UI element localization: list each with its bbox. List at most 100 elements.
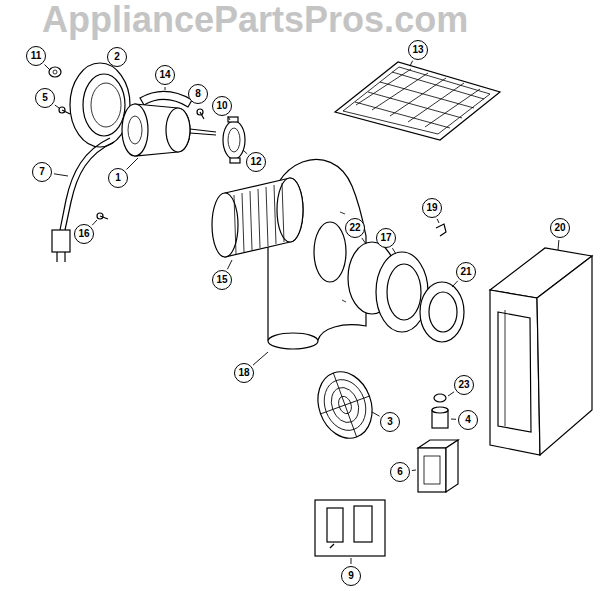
callout-number: 3 [380,412,400,432]
mounting-ring-shape [387,264,421,320]
blower-motor-shape [166,108,190,152]
clip-shape [436,224,446,236]
leader-line [228,116,230,120]
leader-line [45,65,51,71]
leader-line [410,61,413,66]
grille-shape [317,374,372,437]
motor-ring-shape [230,158,240,163]
callout-number: 14 [155,65,175,85]
callout-number: 21 [456,262,476,282]
leader-line [253,352,268,365]
leader-line [452,281,458,287]
switch [418,440,458,492]
motor-plate-shape [91,83,121,127]
parts-kit-shape [327,508,343,542]
grille-shape [309,364,381,446]
motor-ring [223,117,245,163]
callout-number: 1 [108,168,128,188]
power-cord-shape [65,142,114,230]
grease-filter [335,62,500,140]
screw-shape [100,216,108,219]
leader-line [165,87,166,90]
callout-number: 17 [376,228,396,248]
blower-wheel [212,178,303,257]
switch-knob [432,407,448,428]
leader-line [372,412,380,416]
switch-shape [424,456,440,484]
power-cord-shape [56,252,57,262]
callout-number: 8 [188,84,208,104]
leader-line [54,174,68,176]
leader-line [243,150,247,154]
blower-wheel-shape [277,178,303,242]
motor-plate-shape [83,74,125,136]
callout-number: 11 [26,46,46,66]
trim-ring [420,282,464,342]
screw-shape [62,110,70,114]
leader-line [92,220,97,225]
blower-motor-shape [190,133,216,135]
blower-housing-shape [314,222,346,282]
callout-number: 18 [234,363,254,383]
duct-box-shape [490,290,540,455]
grease-filter-shape [355,69,484,128]
callout-number: 9 [341,566,361,586]
nut [49,67,61,77]
blower-housing [268,159,366,349]
power-cord-shape [64,252,65,262]
watermark: AppliancePartsPros.com [42,0,468,40]
leader-line [351,558,352,564]
callout-number: 15 [212,270,232,290]
leader-line [448,392,454,396]
callout-number: 4 [458,410,478,430]
leader-line [392,248,396,254]
trim-ring-shape [429,292,457,332]
clip [436,224,446,236]
parts-kit-shape [354,506,372,542]
blower-housing-shape [268,333,318,349]
callout-number: 23 [454,375,474,395]
callout-number: 20 [550,218,570,238]
motor-plate [70,63,130,147]
blower-motor-shape [122,104,148,156]
callout-number: 12 [246,152,266,172]
nut-shape [434,394,446,402]
motor-ring-shape [228,128,240,152]
callout-number: 19 [422,198,442,218]
duct-box [490,248,592,455]
blower-housing-shape [268,159,366,340]
switch-shape [446,440,458,492]
duct-box-shape [498,312,531,432]
leader-line [127,158,139,170]
parts-kit-shape [315,500,385,556]
callout-number: 16 [74,224,94,244]
leader-line [362,238,366,244]
leader-line [227,260,232,269]
leader-line [558,240,560,250]
motor-ring-shape [228,117,238,122]
blower-motor [122,104,216,156]
blower-motor-shape [190,129,216,132]
switch-knob-shape [432,407,448,413]
grille-shape [333,373,356,437]
callout-number: 2 [107,47,127,67]
callout-number: 22 [345,218,365,238]
nut [434,394,446,402]
screw [97,213,108,219]
motor-plate-shape [70,63,130,147]
power-cord-shape [52,230,70,252]
leader-lines [45,61,559,564]
screw-shape [200,112,204,119]
callout-number: 5 [35,88,55,108]
duct-box-shape [505,310,506,426]
parts-kit-shape [330,544,334,548]
leader-line [451,419,456,420]
screw [59,107,70,114]
nut-shape [53,70,57,74]
leader-line [55,105,59,108]
switch-shape [418,448,446,492]
blower-wheel-shape [234,183,284,254]
parts-kit [315,500,385,556]
grille [309,364,381,446]
